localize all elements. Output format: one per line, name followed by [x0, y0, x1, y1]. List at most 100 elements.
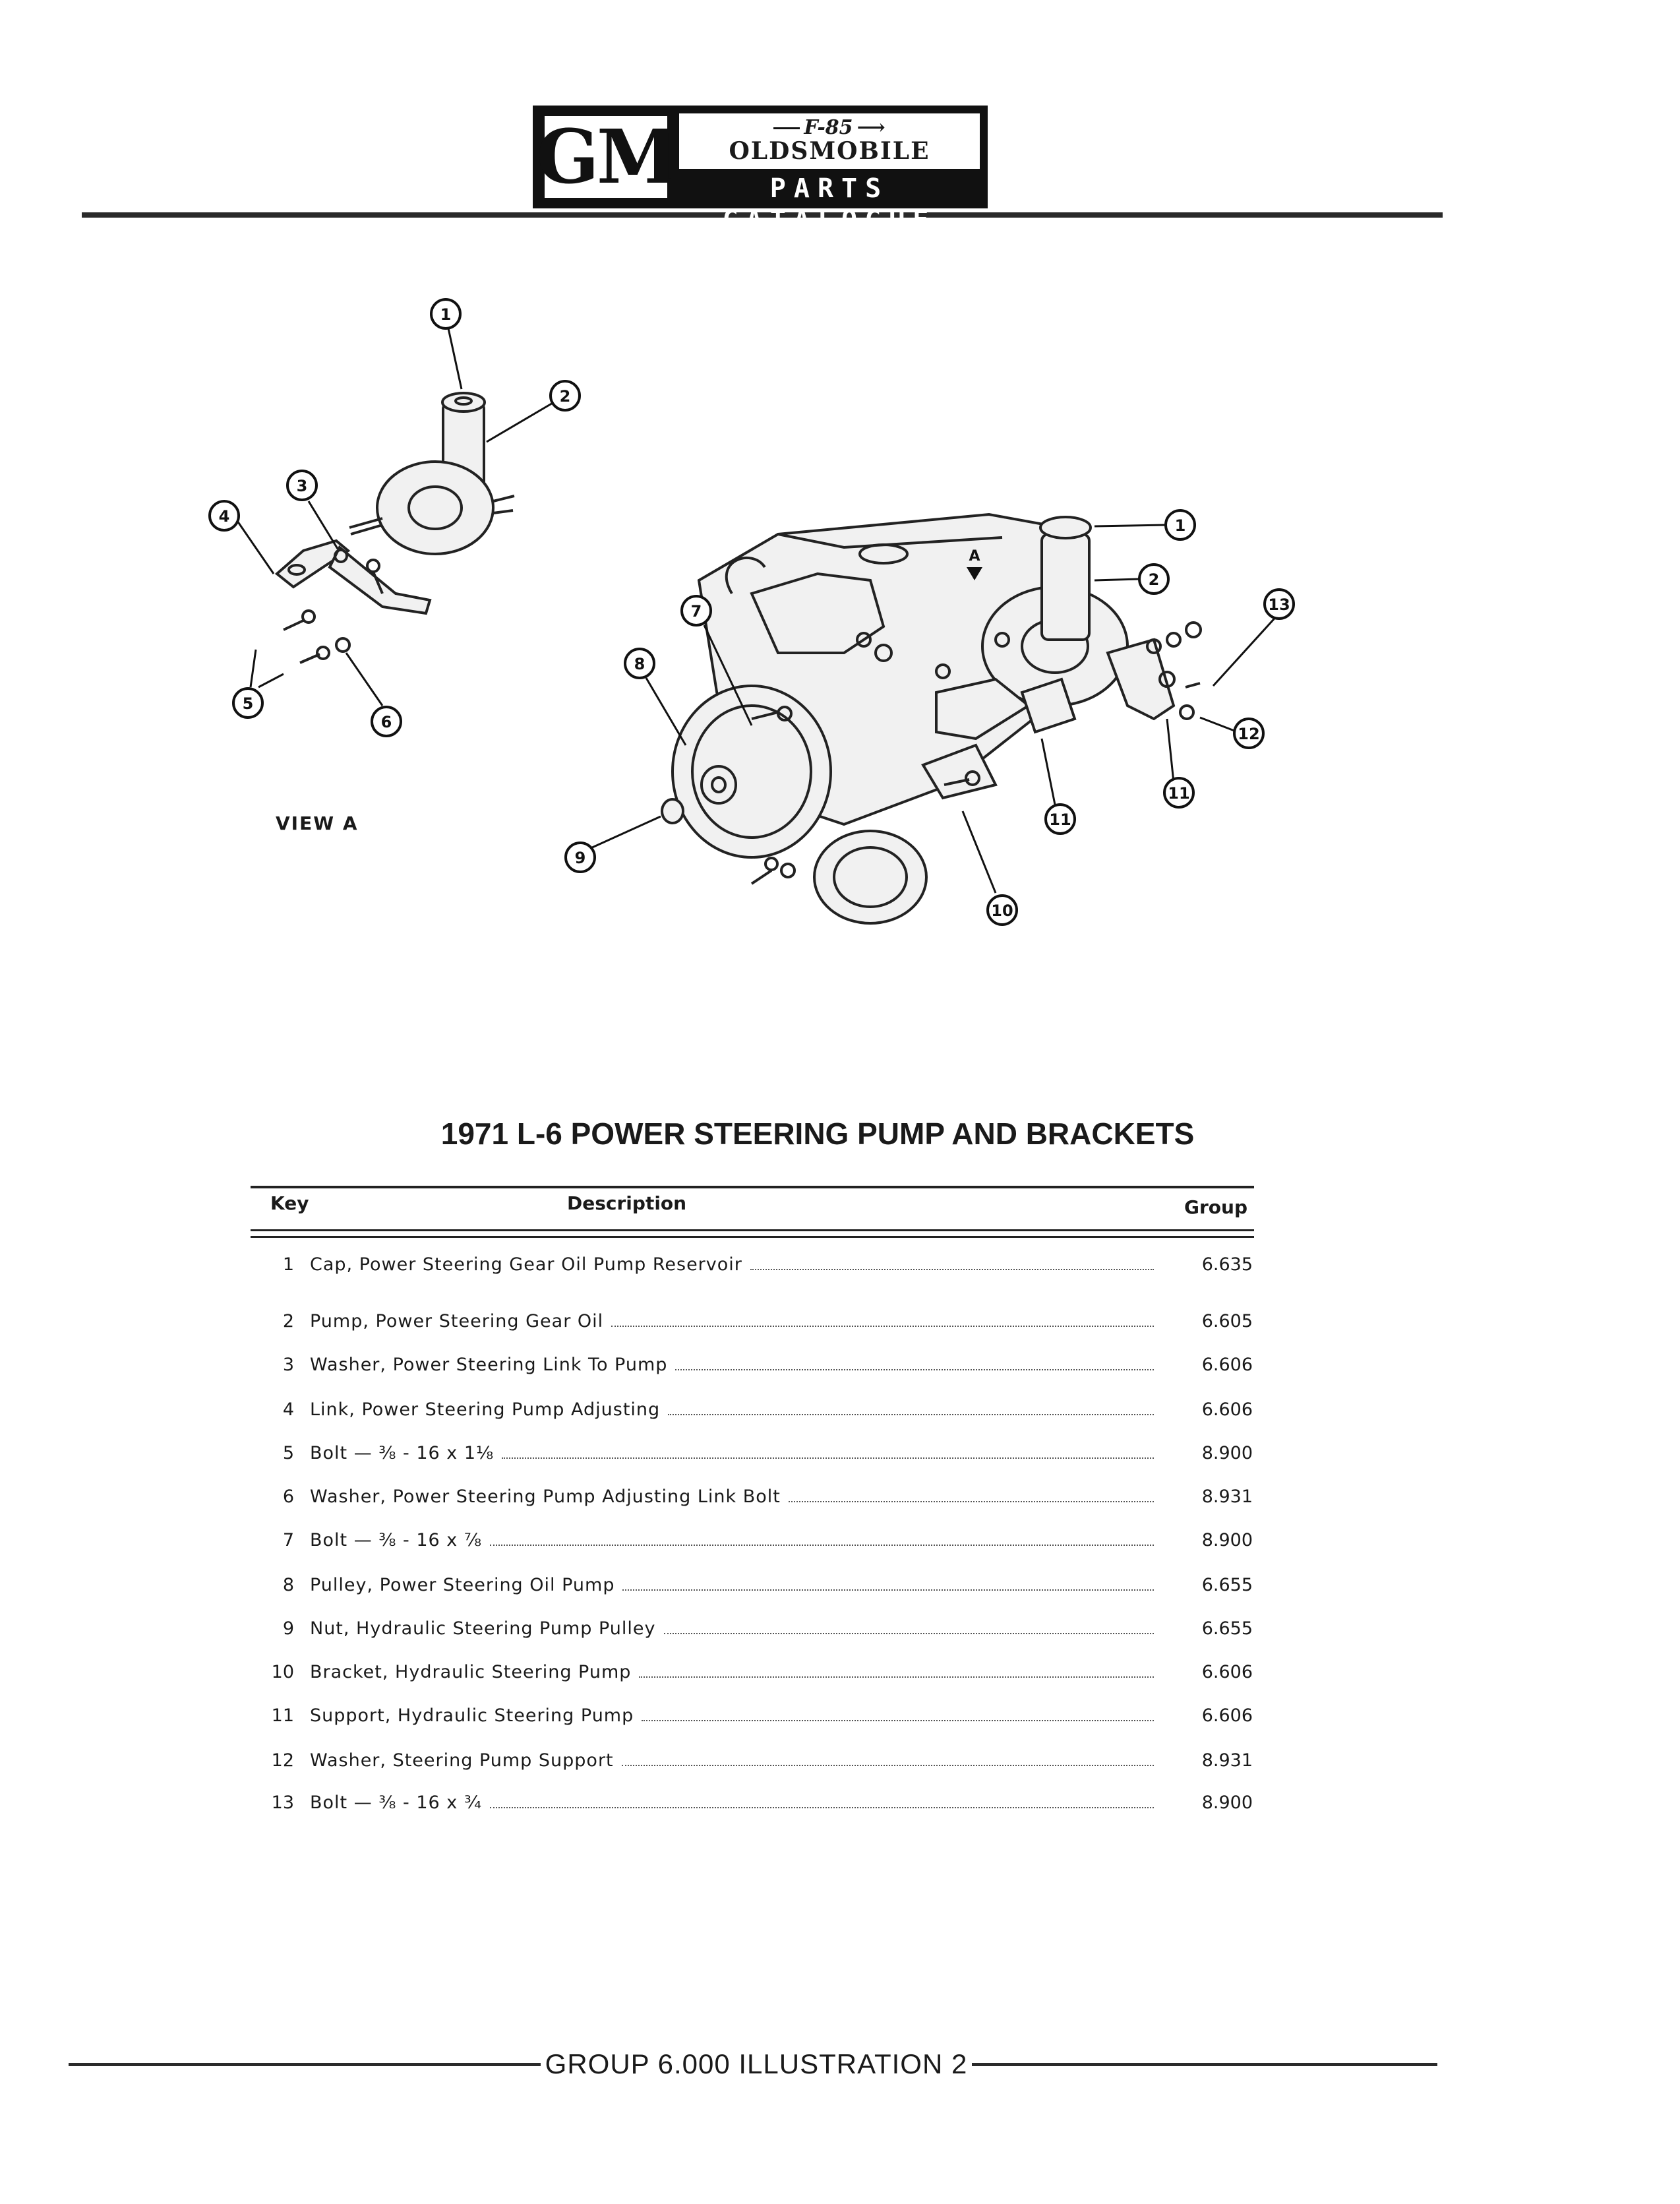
- row-description: Bolt — ⅜ - 16 x 1⅛: [310, 1443, 495, 1463]
- row-group: 6.655: [1201, 1575, 1253, 1595]
- row-description: Nut, Hydraulic Steering Pump Pulley: [310, 1618, 656, 1639]
- catalogue-logo-panel: F-85 ⟶ OLDSMOBILE: [679, 113, 980, 169]
- svg-text:8: 8: [634, 655, 645, 673]
- svg-text:7: 7: [691, 602, 702, 621]
- svg-text:1: 1: [440, 305, 452, 324]
- svg-text:11: 11: [1168, 784, 1189, 803]
- row-group: 8.900: [1201, 1530, 1253, 1550]
- row-group: 6.606: [1201, 1399, 1253, 1420]
- dot-leader: [621, 1750, 1154, 1766]
- row-key: 2: [282, 1311, 294, 1332]
- row-key: 5: [282, 1443, 294, 1463]
- table-row: 8 Pulley, Power Steering Oil Pump 6.655: [251, 1572, 1254, 1599]
- svg-text:13: 13: [1268, 596, 1290, 614]
- footer-caption: GROUP 6.000 ILLUSTRATION 2: [545, 2048, 968, 2079]
- row-group: 6.606: [1201, 1355, 1253, 1375]
- row-key: 4: [282, 1399, 294, 1420]
- row-description: Washer, Power Steering Link To Pump: [310, 1355, 668, 1375]
- row-description: Bolt — ⅜ - 16 x ¾: [310, 1792, 483, 1813]
- header-rule: [82, 212, 1443, 218]
- table-row: 7 Bolt — ⅜ - 16 x ⅞ 8.900: [251, 1527, 1254, 1554]
- svg-text:9: 9: [575, 849, 586, 867]
- catalogue-logo: F-85 ⟶ OLDSMOBILE PARTS CATALOGUE: [671, 106, 988, 235]
- row-description: Washer, Steering Pump Support: [310, 1750, 614, 1771]
- svg-text:11: 11: [1049, 811, 1071, 829]
- svg-text:10: 10: [991, 902, 1013, 920]
- row-group: 8.900: [1201, 1792, 1253, 1813]
- table-row: 11 Support, Hydraulic Steering Pump 6.60…: [251, 1703, 1254, 1729]
- row-key: 6: [282, 1486, 294, 1507]
- row-group: 8.931: [1201, 1486, 1253, 1507]
- row-key: 13: [271, 1792, 294, 1813]
- row-group: 6.606: [1201, 1662, 1253, 1682]
- svg-text:2: 2: [1149, 570, 1160, 589]
- dot-leader: [639, 1662, 1154, 1678]
- row-description: Pump, Power Steering Gear Oil: [310, 1311, 604, 1332]
- page-title: 1971 L-6 POWER STEERING PUMP AND BRACKET…: [440, 1117, 1195, 1151]
- dot-leader: [622, 1575, 1154, 1591]
- gm-logo: GM: [533, 106, 679, 208]
- row-group: 6.606: [1201, 1705, 1253, 1726]
- gm-logo-text: GM: [536, 113, 678, 200]
- table-row: 5 Bolt — ⅜ - 16 x 1⅛ 8.900: [251, 1440, 1254, 1467]
- header-group: Group: [1184, 1196, 1248, 1218]
- dot-leader: [675, 1355, 1154, 1370]
- row-key: 11: [271, 1705, 294, 1726]
- svg-text:6: 6: [381, 713, 392, 731]
- dot-leader: [750, 1254, 1154, 1270]
- row-group: 6.635: [1201, 1254, 1253, 1275]
- svg-text:5: 5: [243, 694, 254, 713]
- table-header-rule: [251, 1229, 1254, 1231]
- row-description: Bracket, Hydraulic Steering Pump: [310, 1662, 632, 1682]
- table-row: 1 Cap, Power Steering Gear Oil Pump Rese…: [251, 1252, 1254, 1278]
- row-description: Support, Hydraulic Steering Pump: [310, 1705, 634, 1726]
- row-group: 8.931: [1201, 1750, 1253, 1771]
- table-row: 3 Washer, Power Steering Link To Pump 6.…: [251, 1352, 1254, 1378]
- row-group: 6.655: [1201, 1618, 1253, 1639]
- dot-leader: [668, 1399, 1154, 1415]
- dot-leader: [490, 1530, 1154, 1546]
- dot-leader: [642, 1705, 1154, 1721]
- svg-text:3: 3: [297, 477, 308, 495]
- table-row: 13 Bolt — ⅜ - 16 x ¾ 8.900: [251, 1790, 1254, 1816]
- table-row: 2 Pump, Power Steering Gear Oil 6.605: [251, 1308, 1254, 1335]
- row-key: 10: [271, 1662, 294, 1682]
- engine-assembly: A 1 2 7 8 9 10 11 11 12 13: [564, 509, 1295, 926]
- row-group: 6.605: [1201, 1311, 1253, 1332]
- view-a-assembly: 1 2 3 4 5 6: [208, 298, 581, 737]
- direction-arrow-icon: [967, 567, 982, 580]
- row-description: Bolt — ⅜ - 16 x ⅞: [310, 1530, 483, 1550]
- row-description: Link, Power Steering Pump Adjusting: [310, 1399, 661, 1420]
- table-header-rule: [251, 1236, 1254, 1238]
- dot-leader: [611, 1311, 1154, 1327]
- row-description: Washer, Power Steering Pump Adjusting Li…: [310, 1486, 781, 1507]
- row-description: Cap, Power Steering Gear Oil Pump Reserv…: [310, 1254, 742, 1275]
- svg-text:2: 2: [560, 387, 571, 406]
- dot-leader: [788, 1486, 1154, 1502]
- svg-text:4: 4: [219, 507, 230, 526]
- dot-leader: [502, 1443, 1154, 1459]
- brand-name: OLDSMOBILE: [729, 137, 930, 165]
- arrow-label: A: [969, 548, 980, 565]
- header-key: Key: [270, 1192, 309, 1214]
- exploded-parts-illustration: 1 2 3 4 5 6: [208, 298, 1295, 926]
- svg-text:12: 12: [1238, 725, 1259, 743]
- row-key: 12: [271, 1750, 294, 1771]
- table-row: 10 Bracket, Hydraulic Steering Pump 6.60…: [251, 1659, 1254, 1686]
- footer-rule-right: [972, 2063, 1437, 2066]
- table-row: 4 Link, Power Steering Pump Adjusting 6.…: [251, 1397, 1254, 1423]
- table-row: 9 Nut, Hydraulic Steering Pump Pulley 6.…: [251, 1616, 1254, 1642]
- row-key: 7: [282, 1530, 294, 1550]
- table-row: 12 Washer, Steering Pump Support 8.931: [251, 1748, 1254, 1774]
- footer-rule-left: [69, 2063, 541, 2066]
- view-a-label: VIEW A: [276, 812, 359, 834]
- row-key: 8: [282, 1575, 294, 1595]
- dot-leader: [490, 1792, 1154, 1808]
- model-badge-text: F-85: [804, 116, 853, 139]
- row-key: 1: [282, 1254, 294, 1275]
- catalogue-label: PARTS CATALOGUE: [722, 173, 937, 235]
- dot-leader: [663, 1618, 1154, 1634]
- header-description: Description: [567, 1192, 687, 1214]
- row-group: 8.900: [1201, 1443, 1253, 1463]
- arrow-right-icon: ⟶: [856, 116, 885, 139]
